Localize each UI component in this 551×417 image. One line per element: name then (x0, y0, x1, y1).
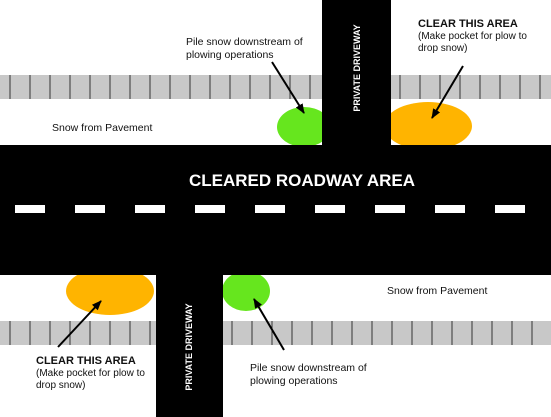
lane-dash (375, 205, 405, 213)
lane-dash (75, 205, 105, 213)
lane-dash (15, 205, 45, 213)
sidewalk-top-left (0, 75, 323, 99)
clear-area-note-top: (Make pocket for plow to drop snow) (418, 31, 527, 54)
lane-dash (495, 205, 525, 213)
pile-note-top: Pile snow downstream of plowing operatio… (186, 36, 303, 61)
sidewalk-bottom-right (222, 321, 551, 345)
snow-from-pavement-bottom: Snow from Pavement (387, 285, 488, 297)
lane-dash (435, 205, 465, 213)
lane-dash (315, 205, 345, 213)
clear-area-callout-top: CLEAR THIS AREA (Make pocket for plow to… (418, 18, 530, 55)
driveway-label-bottom: PRIVATE DRIVEWAY (184, 303, 194, 390)
pile-snow-area-bottom (222, 271, 270, 311)
driveway-bottom (156, 274, 223, 417)
pile-snow-area-top (277, 107, 331, 147)
clear-area-title-bottom: CLEAR THIS AREA (36, 355, 136, 367)
clear-pocket-area-bottom (66, 267, 154, 315)
arrow-clear-top (431, 65, 464, 119)
driveway-top (322, 0, 391, 146)
arrow-pile-bottom (253, 298, 285, 351)
arrow-clear-bottom (57, 300, 102, 348)
lane-dash (195, 205, 225, 213)
snow-from-pavement-top: Snow from Pavement (52, 122, 153, 134)
pile-note-bottom: Pile snow downstream of plowing operatio… (250, 362, 367, 387)
road-label: CLEARED ROADWAY AREA (189, 171, 415, 190)
clear-area-callout-bottom: CLEAR THIS AREA (Make pocket for plow to… (36, 355, 148, 392)
driveway-label-top: PRIVATE DRIVEWAY (352, 24, 362, 111)
sidewalk-dividers (9, 75, 541, 345)
clear-area-title-top: CLEAR THIS AREA (418, 18, 518, 30)
clear-pocket-area-top (384, 102, 472, 150)
clear-area-note-bottom: (Make pocket for plow to drop snow) (36, 368, 145, 391)
arrow-pile-top (271, 61, 305, 114)
lane-dash (255, 205, 285, 213)
sidewalk-top-right (390, 75, 551, 99)
lane-dash (135, 205, 165, 213)
lane-markings (15, 205, 525, 213)
